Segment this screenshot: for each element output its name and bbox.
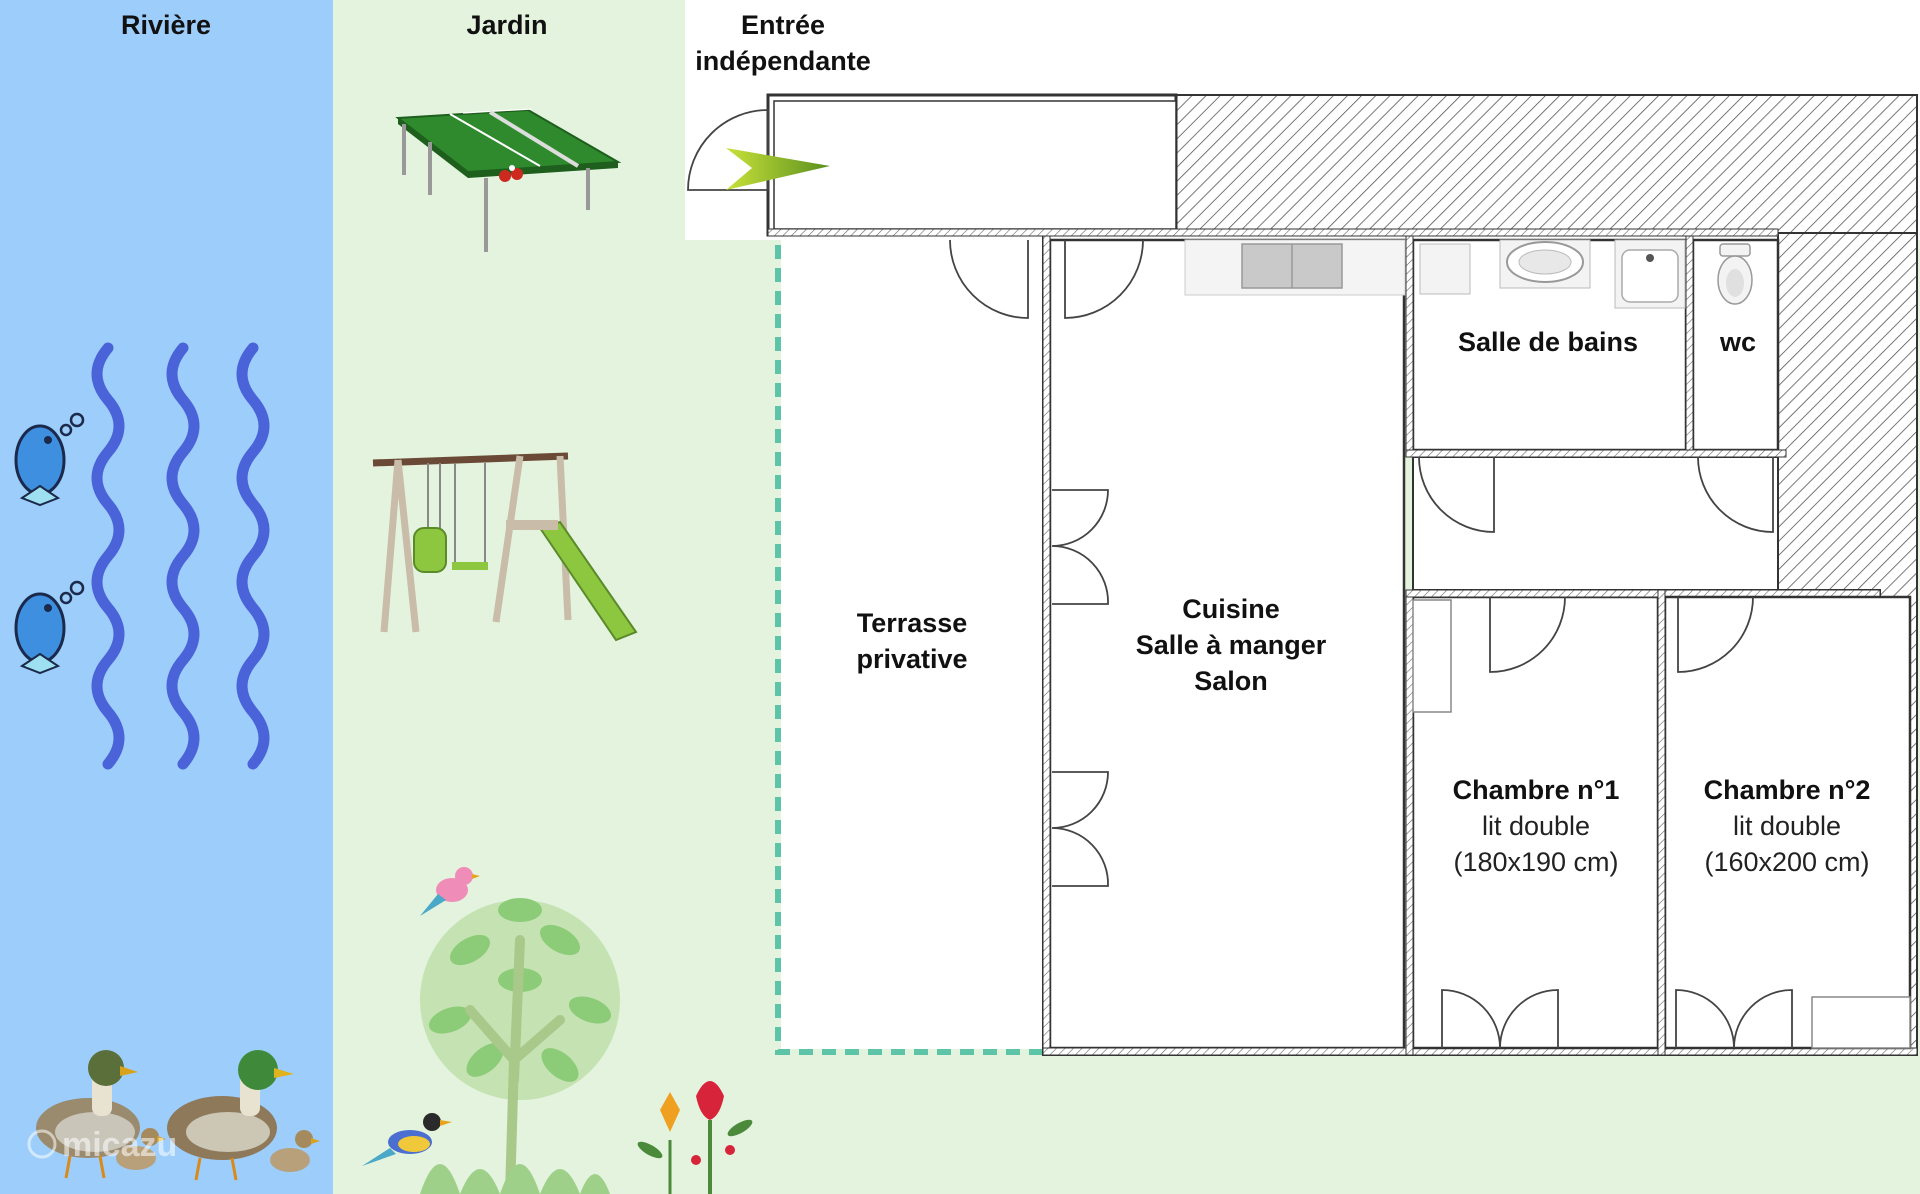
living-room <box>1048 238 1406 1050</box>
duck-icon <box>270 1130 320 1172</box>
entrance-label-line2: indépendante <box>695 46 871 76</box>
garden-label: Jardin <box>466 10 547 40</box>
living-label-line1: Cuisine <box>1182 594 1280 624</box>
bedroom-2-niche <box>1811 996 1911 1049</box>
bathroom-door <box>1418 456 1495 533</box>
terrace-label-line2: privative <box>856 644 967 674</box>
bathroom-label: Salle de bains <box>1458 327 1638 357</box>
french-door-1 <box>1051 489 1109 605</box>
ping-pong-table-icon <box>395 108 622 252</box>
living-label-line3: Salon <box>1194 666 1268 696</box>
bedroom-1-door <box>1489 596 1566 673</box>
entrance-door <box>687 109 769 191</box>
terrace-border <box>775 245 1045 1055</box>
toilet-icon <box>1717 243 1753 305</box>
bedroom-2-title: Chambre n°2 <box>1704 775 1871 805</box>
french-door-2 <box>1051 771 1109 887</box>
bedroom-1-size: (180x190 cm) <box>1453 847 1618 877</box>
bedroom-1-bed: lit double <box>1482 811 1590 841</box>
bedroom-2-window <box>1675 989 1793 1049</box>
bedroom-2-bed: lit double <box>1733 811 1841 841</box>
hallway <box>1412 456 1779 591</box>
bedroom-2-door <box>1677 596 1754 673</box>
wc-label: wc <box>1719 327 1756 357</box>
svg-text:micazu: micazu <box>62 1126 177 1164</box>
watermark: micazu <box>27 1126 177 1164</box>
entrance-arrow-icon <box>726 148 830 190</box>
duck-icon <box>36 1050 140 1179</box>
river-label: Rivière <box>121 10 211 40</box>
terrace-area <box>781 235 1045 1049</box>
terrace-label-line1: Terrasse <box>857 608 968 638</box>
river-zone <box>0 0 333 1194</box>
bedroom-1-window <box>1441 989 1559 1049</box>
duck-icon <box>167 1050 294 1181</box>
swing-set-icon <box>372 452 638 642</box>
flower-icon <box>637 1081 753 1194</box>
bedroom-2-size: (160x200 cm) <box>1704 847 1869 877</box>
fish-icon <box>14 412 85 507</box>
bird-icon <box>420 867 480 916</box>
wc-door <box>1697 456 1774 533</box>
bedroom-1-title: Chambre n°1 <box>1453 775 1620 805</box>
entrance-label-line1: Entrée <box>741 10 825 40</box>
living-door-top <box>1064 239 1144 319</box>
closet <box>1412 599 1452 713</box>
tree-icon <box>420 898 620 1194</box>
bath-cabinet <box>1419 243 1471 295</box>
duck-icon <box>116 1128 166 1170</box>
living-label-line2: Salle à manger <box>1136 630 1327 660</box>
bedroom-1 <box>1411 595 1660 1050</box>
bird-icon <box>362 1113 452 1166</box>
river-waves <box>91 342 270 770</box>
bedroom-2 <box>1663 595 1912 1050</box>
fish-icon <box>14 580 85 675</box>
terrace-door <box>949 239 1029 319</box>
